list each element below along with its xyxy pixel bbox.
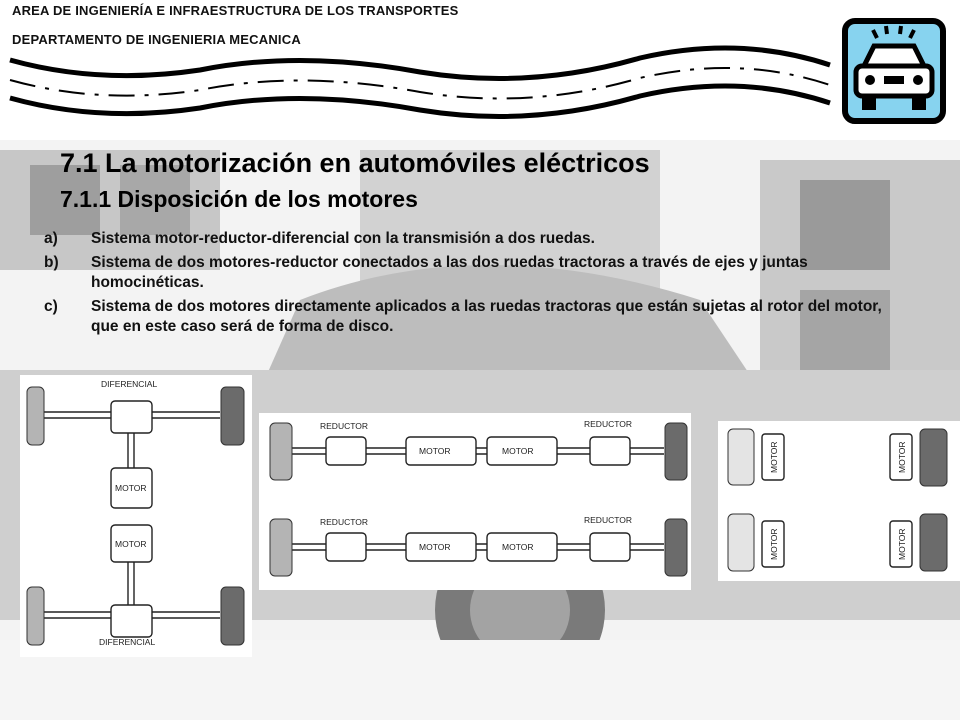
section-title: 7.1 La motorización en automóviles eléct…	[60, 148, 650, 178]
wheel-rear-right	[220, 586, 245, 646]
label-reducer: REDUCTOR	[584, 419, 632, 429]
label-motor: MOTOR	[419, 542, 450, 552]
label-motor: MOTOR	[897, 442, 907, 473]
label-motor: MOTOR	[769, 442, 779, 473]
label-motor: MOTOR	[502, 446, 533, 456]
wheel-rear-left	[26, 586, 45, 646]
wheel-left	[269, 518, 293, 577]
institution-department: DEPARTAMENTO DE INGENIERIA MECANICA	[12, 32, 301, 47]
motor-box	[889, 520, 913, 568]
label-motor: MOTOR	[419, 446, 450, 456]
label-reducer: REDUCTOR	[320, 517, 368, 527]
list-item: b) Sistema de dos motores-reductor conec…	[44, 253, 894, 293]
motor-box	[110, 467, 153, 509]
list-item: a) Sistema motor-reductor-diferencial co…	[44, 229, 894, 249]
institution-area: AREA DE INGENIERÍA E INFRAESTRUCTURA DE …	[12, 3, 459, 18]
label-reducer: REDUCTOR	[584, 515, 632, 525]
label-differential: DIFERENCIAL	[101, 379, 157, 389]
car-logo-icon	[842, 18, 946, 124]
list-item-text: Sistema motor-reductor-diferencial con l…	[91, 230, 595, 247]
motor-box	[889, 433, 913, 481]
list-item-label: b)	[44, 254, 59, 271]
wheel-left	[727, 513, 755, 572]
diagram-two-motor-reducer: REDUCTOR REDUCTOR REDUCTOR REDUCTOR MOTO…	[259, 413, 691, 590]
wheel-front-right	[220, 386, 245, 446]
label-motor: MOTOR	[115, 483, 146, 493]
motor-arrangement-list: a) Sistema motor-reductor-diferencial co…	[44, 229, 894, 341]
diagram-in-wheel-motors: MOTOR MOTOR MOTOR MOTOR	[718, 421, 960, 581]
motor-box	[405, 532, 477, 562]
wheel-left	[269, 422, 293, 481]
label-motor: MOTOR	[769, 529, 779, 560]
wheel-right	[919, 428, 948, 487]
list-item-label: c)	[44, 298, 58, 315]
motor-box	[110, 524, 153, 563]
list-item-text: Sistema de dos motores-reductor conectad…	[91, 254, 808, 291]
reducer-box	[325, 436, 367, 466]
motor-box	[405, 436, 477, 466]
reducer-box	[589, 436, 631, 466]
subsection-title: 7.1.1 Disposición de los motores	[60, 186, 418, 212]
motor-box	[486, 436, 558, 466]
list-item-text: Sistema de dos motores directamente apli…	[91, 298, 882, 335]
differential-box	[110, 604, 153, 638]
wheel-left	[727, 428, 755, 486]
wheel-front-left	[26, 386, 45, 446]
wheel-right	[664, 518, 688, 577]
label-motor: MOTOR	[897, 529, 907, 560]
label-motor: MOTOR	[502, 542, 533, 552]
list-item-label: a)	[44, 230, 58, 247]
differential-box	[110, 400, 153, 434]
diagram-motor-differential: DIFERENCIAL MOTOR MOTOR DIFERENCIAL	[20, 375, 252, 657]
wheel-right	[664, 422, 688, 481]
wheel-right	[919, 513, 948, 572]
motor-box	[761, 433, 785, 481]
reducer-box	[325, 532, 367, 562]
label-reducer: REDUCTOR	[320, 421, 368, 431]
reducer-box	[589, 532, 631, 562]
label-differential: DIFERENCIAL	[99, 637, 155, 647]
motor-box	[761, 520, 785, 568]
road-banner	[9, 45, 831, 119]
list-item: c) Sistema de dos motores directamente a…	[44, 297, 894, 337]
motor-box	[486, 532, 558, 562]
label-motor: MOTOR	[115, 539, 146, 549]
